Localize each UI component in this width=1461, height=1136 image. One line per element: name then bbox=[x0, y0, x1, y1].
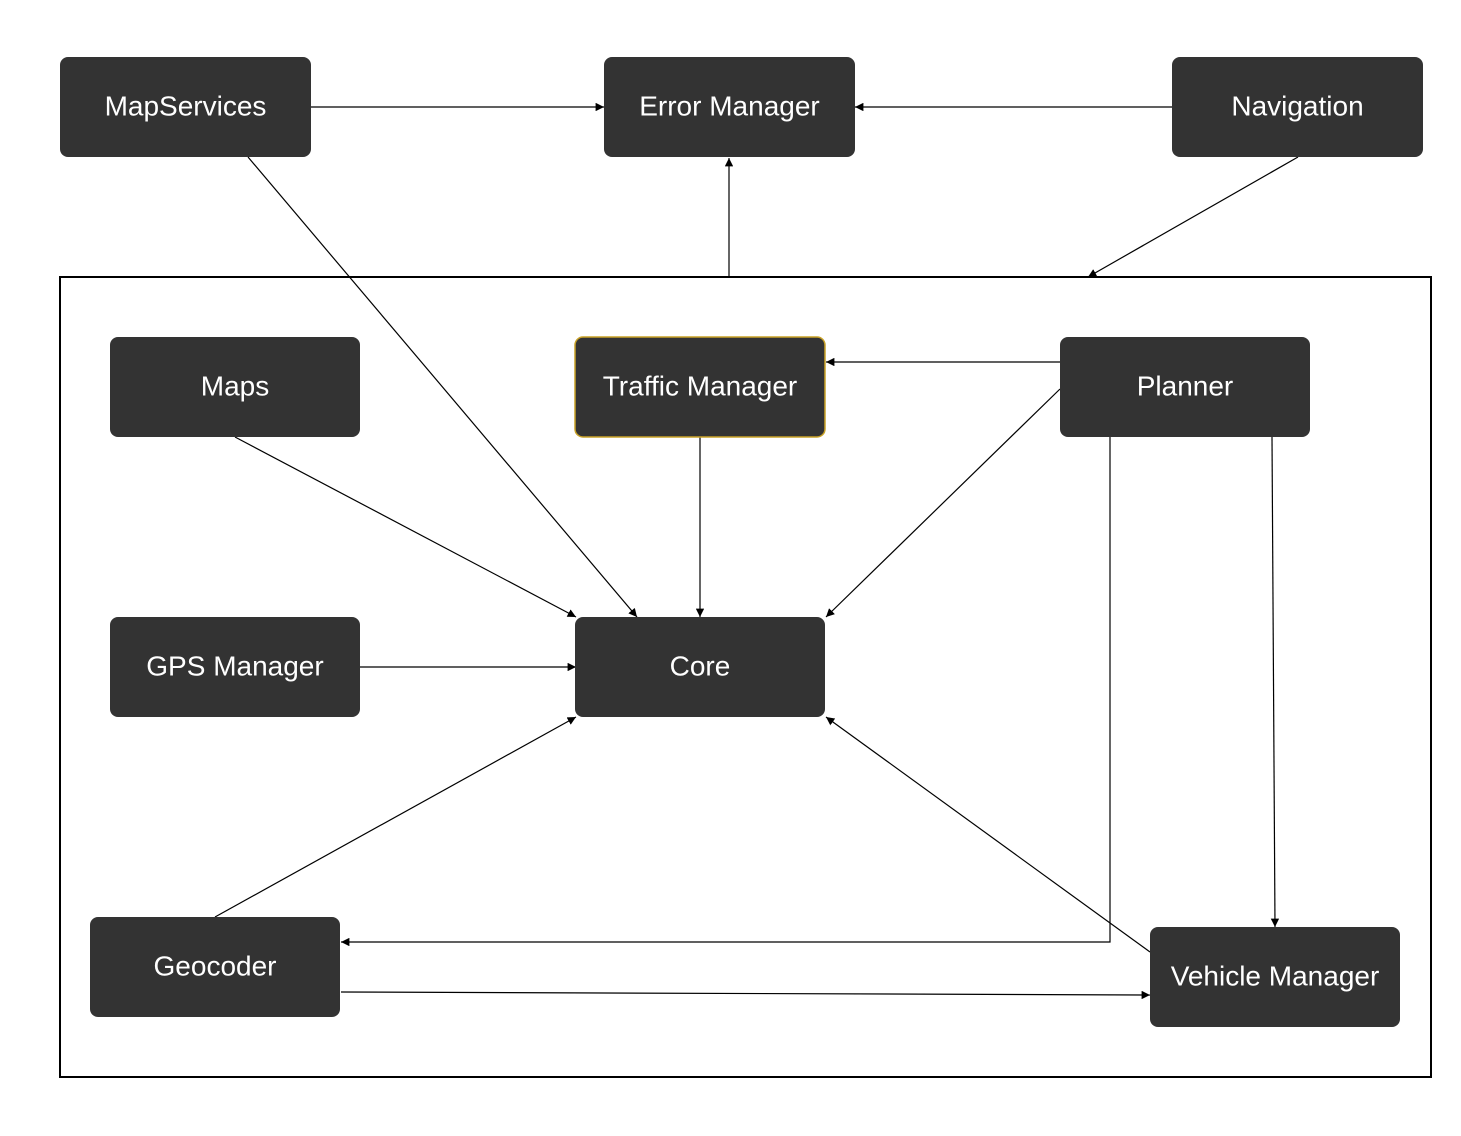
edge-maps-core bbox=[234, 436, 577, 618]
node-label: Core bbox=[670, 650, 731, 681]
node-geocoder[interactable]: Geocoder bbox=[90, 917, 340, 1017]
node-label: Geocoder bbox=[154, 950, 277, 981]
system-container bbox=[59, 276, 1432, 1078]
node-core[interactable]: Core bbox=[575, 617, 825, 717]
node-label: Maps bbox=[201, 370, 269, 401]
node-label: Traffic Manager bbox=[603, 370, 798, 401]
node-label: GPS Manager bbox=[146, 650, 323, 681]
node-navigation[interactable]: Navigation bbox=[1172, 57, 1423, 157]
node-label: Vehicle Manager bbox=[1171, 960, 1380, 991]
node-traffic-manager[interactable]: Traffic Manager bbox=[574, 336, 826, 438]
edge-navigation-container bbox=[1087, 156, 1299, 278]
edges bbox=[214, 102, 1299, 1000]
edge-vehicle-manager-core bbox=[825, 716, 1151, 953]
node-label: Planner bbox=[1137, 370, 1234, 401]
node-mapservices[interactable]: MapServices bbox=[60, 57, 311, 157]
node-label: MapServices bbox=[105, 90, 267, 121]
edge-geocoder-vehicle-manager bbox=[340, 990, 1151, 1000]
node-vehicle-manager[interactable]: Vehicle Manager bbox=[1150, 927, 1400, 1027]
edge-geocoder-core bbox=[214, 716, 577, 918]
node-error-manager[interactable]: Error Manager bbox=[604, 57, 855, 157]
node-planner[interactable]: Planner bbox=[1060, 337, 1310, 437]
edge-planner-vehicle-manager bbox=[1270, 436, 1280, 928]
node-label: Navigation bbox=[1231, 90, 1363, 121]
node-label: Error Manager bbox=[639, 90, 820, 121]
edge-planner-geocoder bbox=[341, 437, 1111, 947]
node-maps[interactable]: Maps bbox=[110, 337, 360, 437]
edge-mapservices-core bbox=[247, 156, 638, 618]
node-gps-manager[interactable]: GPS Manager bbox=[110, 617, 360, 717]
edge-planner-core bbox=[825, 388, 1061, 618]
